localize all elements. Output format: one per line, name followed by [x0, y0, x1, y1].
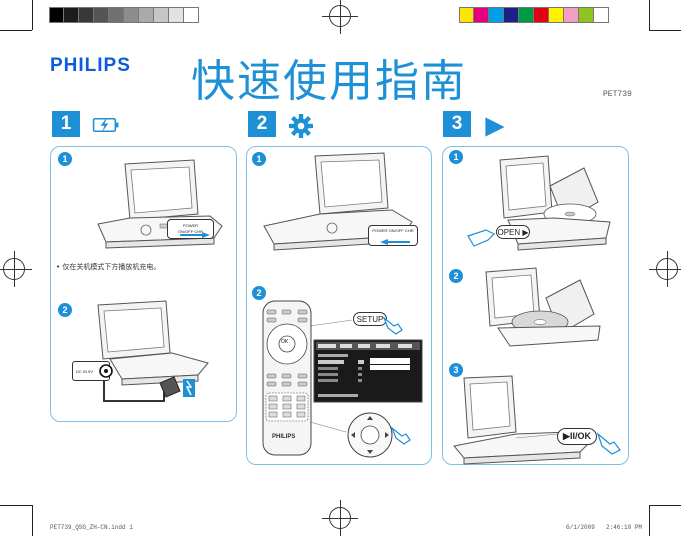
charge-note: • 仅在关机模式下方播放机充电。: [56, 263, 161, 271]
crop-mark: [649, 0, 650, 30]
color-bar: [459, 7, 609, 23]
pointing-hand-icon: [596, 432, 621, 455]
color-swatch: [94, 7, 109, 23]
open-button[interactable]: OPEN ▶: [496, 225, 530, 239]
grayscale-bar: [49, 7, 199, 23]
pointing-hand-icon: [467, 229, 496, 247]
crop-mark: [32, 0, 33, 30]
registration-mark: [322, 0, 358, 34]
color-swatch: [109, 7, 124, 23]
footer-time: 2:46:10 PM: [606, 524, 643, 531]
color-swatch: [594, 7, 609, 23]
charge-icon: [92, 118, 119, 132]
model-number: PET739: [603, 90, 632, 99]
power-switch-label: POWER ON/OFF·CHR: [177, 223, 204, 234]
gear-icon: [289, 114, 313, 138]
disc-insert-illustration: [485, 267, 601, 347]
leader-lines: [309, 319, 353, 433]
color-swatch: [459, 7, 474, 23]
color-swatch: [474, 7, 489, 23]
sub-step-number: 2: [449, 269, 463, 283]
slide-left-arrow-icon: [380, 239, 410, 245]
sub-step-number: 3: [449, 363, 463, 377]
slide-right-arrow-icon: [180, 232, 210, 238]
pointing-hand-icon: [390, 426, 411, 445]
play-ok-button[interactable]: ▶II/OK: [557, 428, 597, 445]
crop-mark: [0, 30, 32, 31]
remote-control-illustration: [262, 300, 312, 456]
footer-filename: PET739_QSG_ZH-CN.indd 1: [50, 524, 133, 531]
player-play-illustration: [453, 375, 591, 465]
remote-brand-label: PHILIPS: [272, 434, 296, 440]
color-swatch: [489, 7, 504, 23]
color-swatch: [169, 7, 184, 23]
crop-mark: [649, 505, 681, 506]
sub-step-number: 2: [58, 303, 72, 317]
dc-jack-icon: [99, 364, 113, 378]
step-1-badge: 1: [52, 111, 80, 137]
setup-button[interactable]: SETUP: [353, 312, 387, 326]
pointing-hand-icon: [382, 316, 403, 335]
color-swatch: [139, 7, 154, 23]
play-icon: [485, 117, 505, 137]
brand-logo: PHILIPS: [50, 55, 131, 76]
color-swatch: [79, 7, 94, 23]
color-swatch: [564, 7, 579, 23]
crop-mark: [649, 30, 681, 31]
sub-step-number: 1: [449, 150, 463, 164]
registration-mark: [649, 251, 681, 287]
color-swatch: [534, 7, 549, 23]
color-swatch: [124, 7, 139, 23]
sub-step-number: 1: [252, 152, 266, 166]
registration-mark: [322, 500, 358, 536]
step-3-badge: 3: [443, 111, 471, 137]
color-swatch: [49, 7, 64, 23]
color-swatch: [579, 7, 594, 23]
setup-menu-screen: [313, 339, 423, 403]
sub-step-number: 2: [252, 286, 266, 300]
footer-date: 6/1/2009: [566, 524, 595, 531]
power-switch-label: POWER ON/OFF·CHR: [372, 228, 414, 233]
nav-pad-callout[interactable]: [347, 412, 393, 458]
crop-mark: [0, 505, 32, 506]
remote-ok-label: OK: [281, 339, 289, 345]
color-swatch: [154, 7, 169, 23]
step-2-badge: 2: [248, 111, 276, 137]
sub-step-number: 1: [58, 152, 72, 166]
crop-mark: [32, 505, 33, 536]
color-swatch: [504, 7, 519, 23]
registration-mark: [0, 251, 32, 287]
player-charging-illustration: [97, 300, 209, 402]
page-title: 快速使用指南: [191, 56, 467, 107]
color-swatch: [549, 7, 564, 23]
player-open-illustration: [499, 155, 611, 251]
color-swatch: [519, 7, 534, 23]
dc-jack-label: DC IN 9V: [76, 368, 93, 374]
power-switch-callout[interactable]: POWER ON/OFF·CHR: [368, 225, 418, 246]
crop-mark: [649, 505, 650, 536]
color-swatch: [64, 7, 79, 23]
color-swatch: [184, 7, 199, 23]
